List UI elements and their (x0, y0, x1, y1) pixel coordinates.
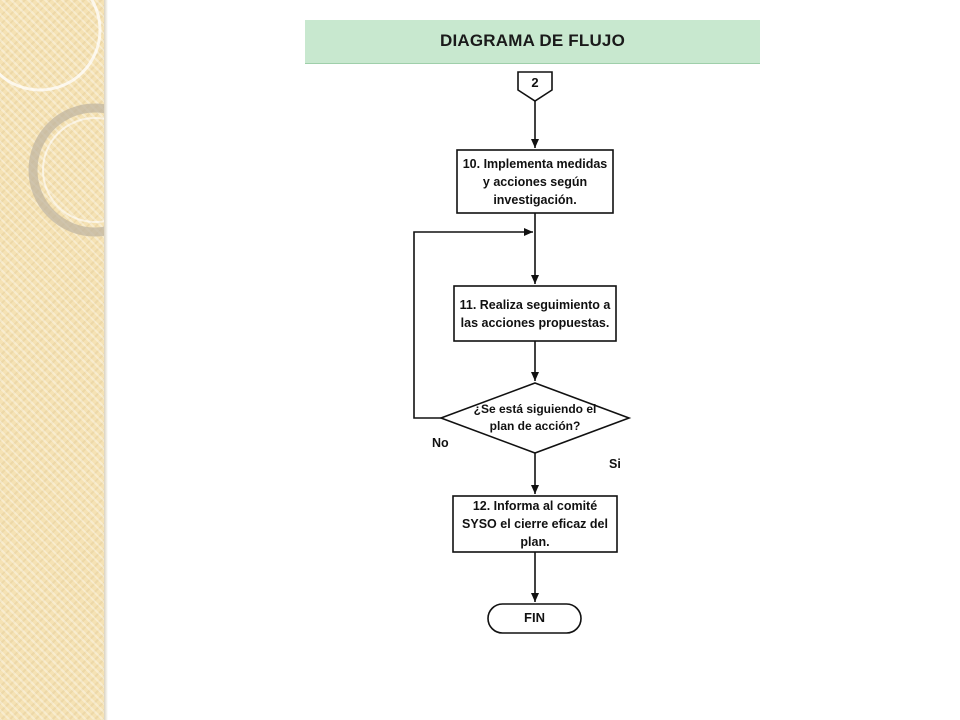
no-label: No (432, 436, 449, 450)
diagram-title: DIAGRAMA DE FLUJO (439, 31, 626, 50)
end-terminator (487, 603, 582, 634)
step11-box (453, 285, 617, 342)
decision-text: ¿Se está siguiendo el plan de acción? (473, 402, 597, 433)
arrow-no-loop (413, 228, 533, 419)
step11-text: 11. Realiza seguimiento a las acciones p… (459, 297, 611, 330)
step10-text: 10. Implementa medidas y acciones según … (462, 156, 608, 207)
decorative-side-panel (0, 0, 104, 720)
decorative-ring-middle (28, 103, 104, 237)
offpage-connector-shape (517, 71, 553, 102)
step12-box (452, 495, 618, 553)
offpage-connector-label: 2 (531, 75, 539, 90)
yes-label: Si (609, 457, 621, 471)
decorative-ring-inner (42, 117, 104, 223)
side-divider (104, 0, 108, 720)
end-label: FIN (524, 610, 545, 625)
header-bar: DIAGRAMA DE FLUJO (305, 20, 760, 64)
step12-text: 12. Informa al comité SYSO el cierre efi… (462, 499, 608, 549)
decorative-circles (0, 0, 104, 237)
decorative-ring-top (0, 0, 102, 92)
